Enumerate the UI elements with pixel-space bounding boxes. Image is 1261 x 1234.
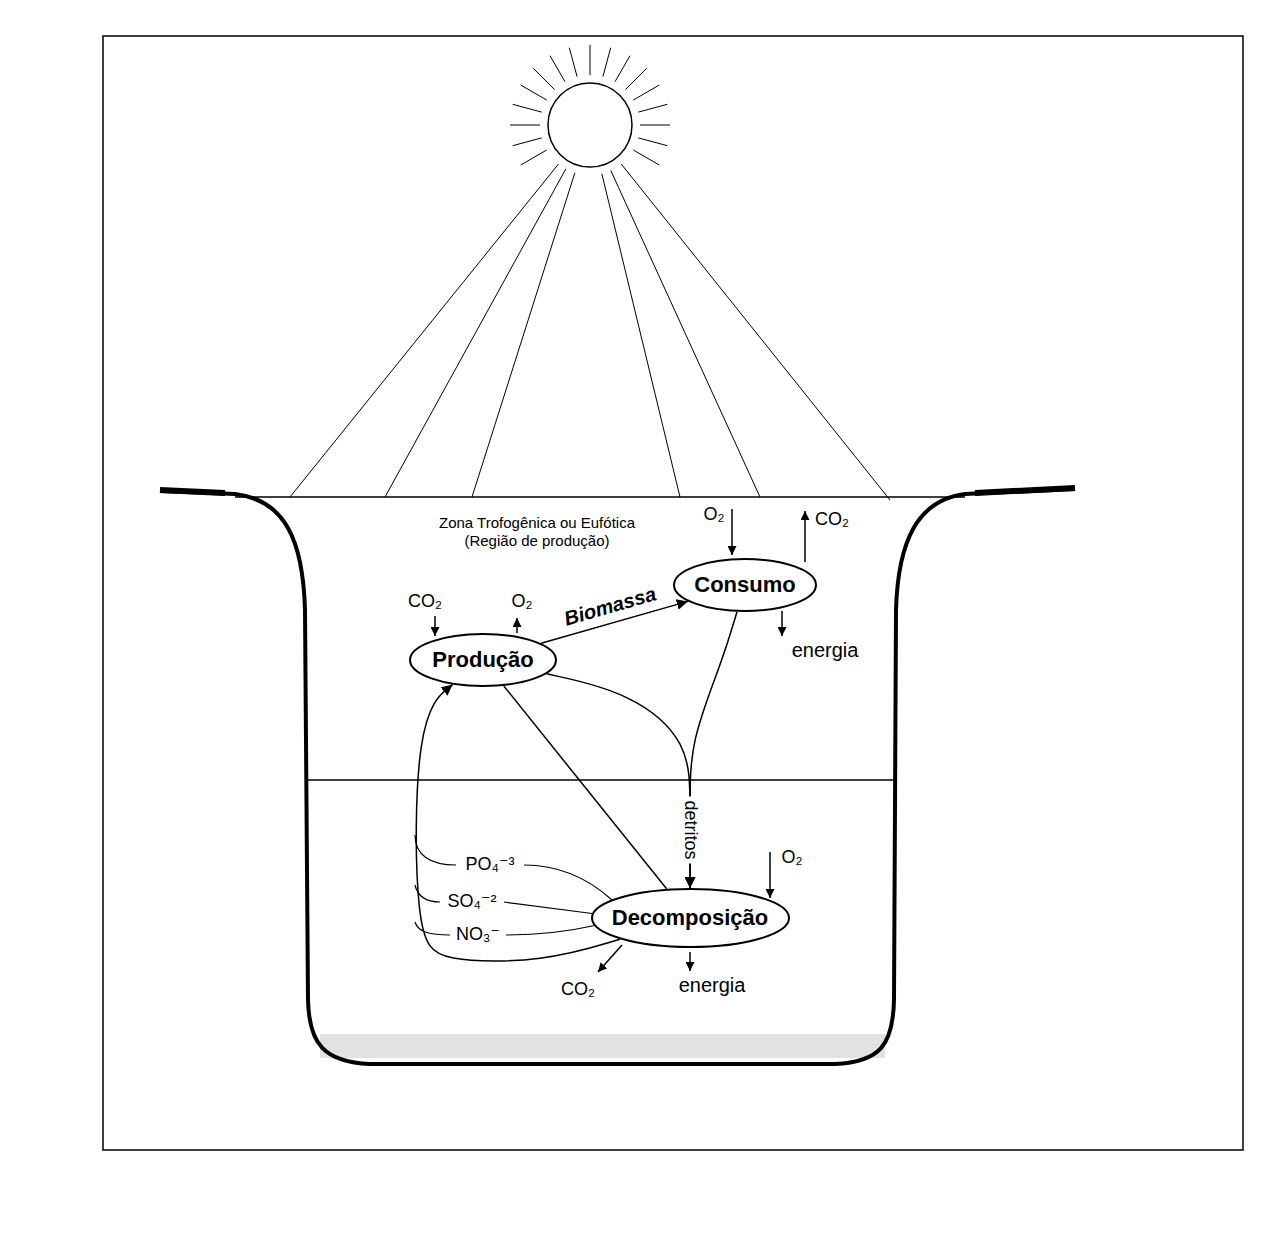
process-name: Decomposição	[612, 905, 769, 930]
o2-in-arrow	[731, 509, 733, 555]
nutrient-curves	[415, 835, 612, 935]
lake-basin-outline	[160, 489, 1075, 1064]
chemical-label: O₂	[704, 504, 725, 526]
process-name: Consumo	[694, 572, 795, 597]
flow-arrow	[547, 674, 690, 888]
chemical-label: O₂	[782, 847, 803, 869]
bank-ends	[160, 488, 1075, 493]
flow-arrow	[416, 685, 620, 961]
chemical-label: O₂	[512, 591, 533, 613]
flow-label: Biomassa	[561, 581, 658, 630]
chemical-label: energia	[679, 973, 746, 997]
co2-out-arrow	[804, 511, 806, 562]
flow-arrow	[504, 686, 667, 889]
frame-border	[103, 36, 1243, 1150]
ellipse-shape	[674, 559, 816, 611]
energy-arrow	[689, 952, 691, 971]
co2-out-arrow	[598, 945, 622, 972]
ellipse-shape	[592, 889, 789, 947]
chemical-label: CO₂	[815, 509, 849, 531]
water-surface	[235, 496, 965, 498]
chemical-label: CO₂	[561, 979, 595, 1001]
o2-in-arrow	[769, 852, 771, 898]
gas-arrows	[435, 509, 805, 972]
zone-label: Zona Trofogênica ou Eufótica (Região de …	[417, 514, 657, 550]
process-ellipse: Decomposição	[590, 887, 791, 949]
energy-arrow	[781, 611, 783, 636]
process-ellipse: Produção	[408, 632, 558, 688]
o2-out-arrow	[516, 618, 518, 633]
zone-boundary	[306, 779, 895, 781]
chemical-label: CO₂	[408, 591, 442, 613]
sun-disc	[548, 83, 632, 167]
process-ellipse: Consumo	[672, 557, 818, 613]
co2-in-arrow	[434, 616, 436, 636]
chemical-label: energia	[792, 638, 859, 662]
bottom-sediment	[320, 1034, 885, 1058]
chemical-label: NO₃⁻	[456, 924, 500, 946]
sun-rays	[510, 45, 670, 165]
chemical-label: PO₄⁻³	[466, 854, 515, 876]
flow-label: detritos	[678, 796, 702, 863]
chemical-label: SO₄⁻²	[448, 891, 497, 913]
ellipse-shape	[410, 634, 556, 686]
process-name: Produção	[432, 647, 533, 672]
light-beams	[290, 164, 890, 500]
